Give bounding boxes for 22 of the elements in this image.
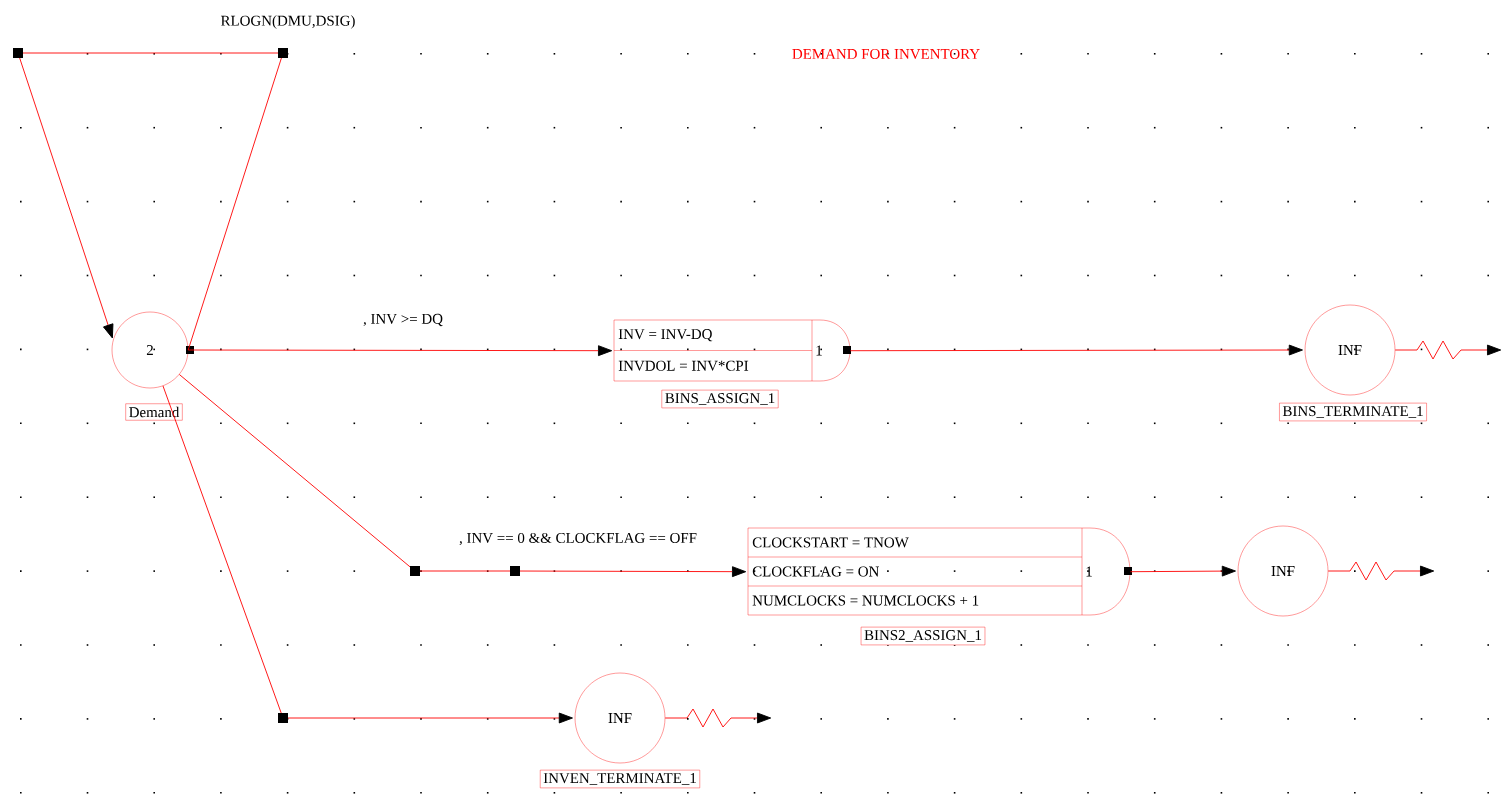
node-label: 1 xyxy=(1086,566,1092,577)
edge-label: , INV >= DQ xyxy=(362,312,444,328)
name-label: Demand xyxy=(125,403,183,421)
outflow-arrow xyxy=(1394,340,1502,360)
name-label: BINS_TERMINATE_1 xyxy=(1279,402,1427,422)
arrow xyxy=(187,345,613,357)
outflow-arrow xyxy=(1327,561,1435,581)
outflow-arrow xyxy=(664,708,772,728)
edge-label: , INV == 0 && CLOCKFLAG == OFF xyxy=(458,531,698,547)
arrow xyxy=(849,344,1303,356)
diagram-title: DEMAND FOR INVENTORY xyxy=(792,48,980,60)
name-label: INVEN_TERMINATE_1 xyxy=(540,769,700,789)
edge-label: RLOGN(DMU,DSIG) xyxy=(219,14,357,30)
arrow xyxy=(13,48,288,351)
arrow xyxy=(1129,565,1236,577)
name-label: BINS2_ASSIGN_1 xyxy=(860,626,986,646)
arrow xyxy=(178,374,747,578)
name-label: BINS_ASSIGN_1 xyxy=(661,389,779,409)
node-label: 1 xyxy=(816,345,822,356)
arrow xyxy=(162,385,573,724)
assign-block: INV = INV-DQ INVDOL = INV*CPI 1 xyxy=(613,319,851,382)
assign-block: CLOCKSTART = TNOW CLOCKFLAG = ON NUMCLOCKS = NUMCLOCKS + 1 1 xyxy=(747,527,1132,616)
